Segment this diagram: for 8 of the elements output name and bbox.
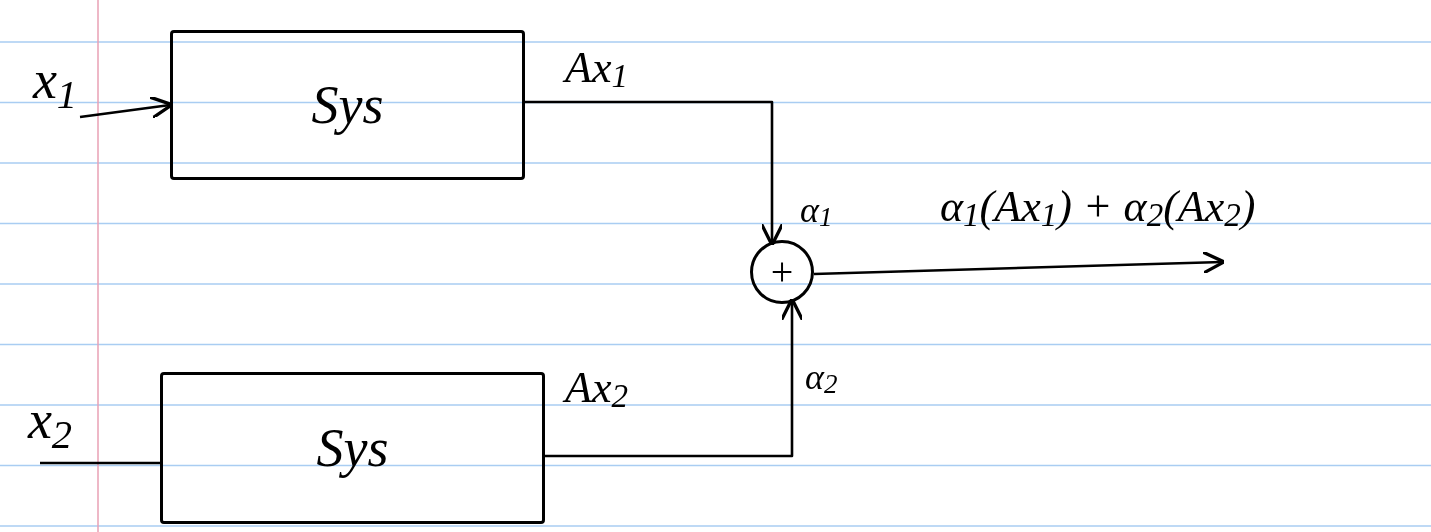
process-box: Sys [170,30,525,180]
arrow [813,250,1226,276]
edge-label: α$_{1}$(Ax$_{1}$) + α$_{2}$(Ax$_{2}$) [940,181,1257,236]
coefficient-label: α$_{2}$ [805,356,839,401]
input-label: x$_{1}$ [20,45,90,115]
input-label: x$_{2}$ [10,385,90,455]
process-box: Sys [160,372,545,524]
coefficient-label: α$_{1}$ [800,189,834,234]
